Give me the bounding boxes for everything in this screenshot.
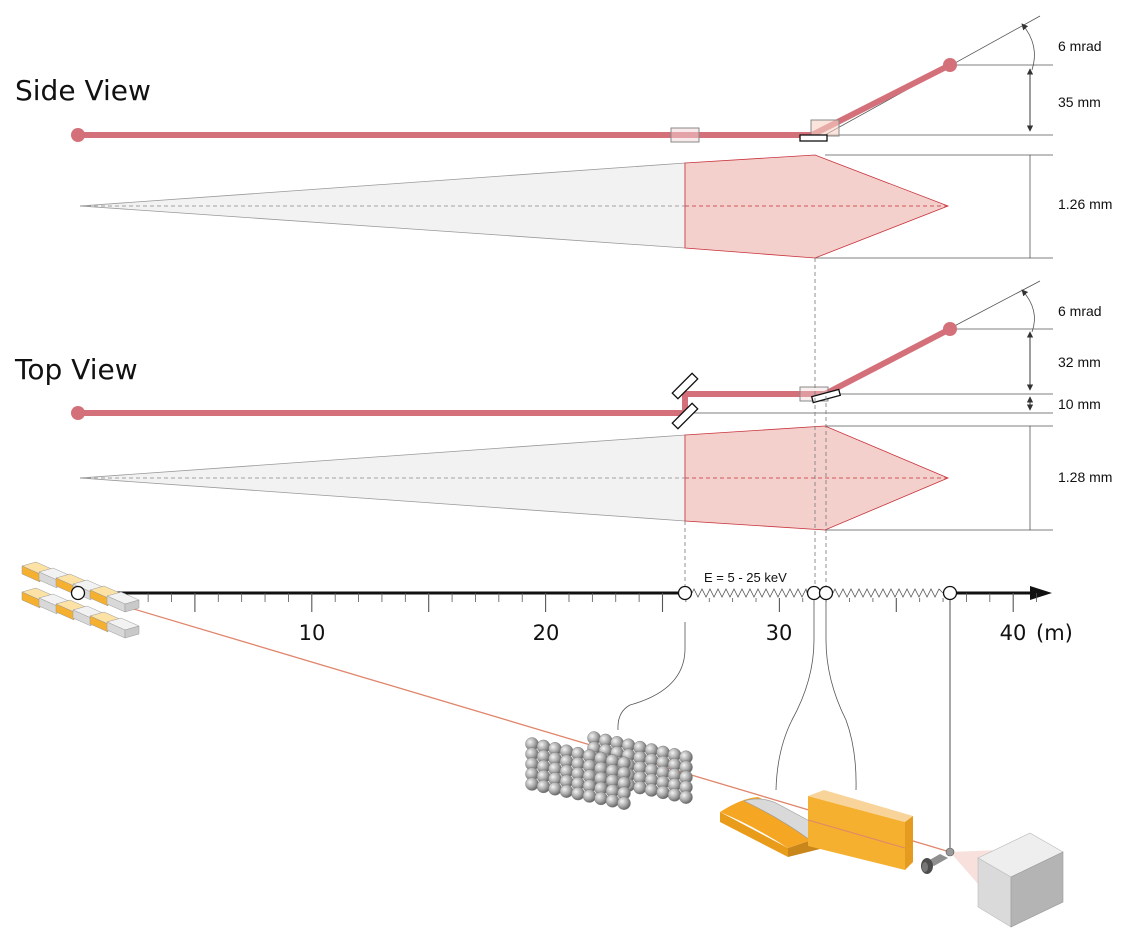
mirror-1-connector xyxy=(775,600,815,791)
top-beam-path xyxy=(75,326,953,416)
top-angle-label: 6 mrad xyxy=(1058,303,1102,319)
xray-beam-path xyxy=(79,592,951,853)
energy-range-label: E = 5 - 25 keV xyxy=(704,570,787,585)
top-source-point xyxy=(71,406,85,420)
dcm-crystal-front xyxy=(525,737,631,810)
top-dcm-crystal-2 xyxy=(671,402,699,430)
magnet-block xyxy=(38,571,58,589)
side-offset-label: 35 mm xyxy=(1058,94,1101,110)
magnet-block xyxy=(21,565,41,583)
energy-spring-1 xyxy=(691,587,808,598)
side-mirror-2-box xyxy=(810,119,840,137)
magnet-block xyxy=(89,615,109,633)
beamline-illustration xyxy=(21,561,1064,928)
detector-cube xyxy=(977,832,1064,928)
top-offset2-label: 10 mm xyxy=(1058,396,1101,412)
sample-position-marker xyxy=(942,585,958,601)
crystal-atom xyxy=(605,794,620,808)
top-size-label: 1.28 mm xyxy=(1058,469,1112,485)
sample-nozzle xyxy=(921,854,948,874)
tick-label-30: 30 xyxy=(766,621,793,645)
mirror-2-position-marker xyxy=(818,585,834,601)
tick-label-40: 40 xyxy=(1000,621,1027,645)
mirror-1-position-marker xyxy=(806,585,822,601)
crystal-atom xyxy=(559,784,574,798)
side-view: Side View 6 mrad 35 mm 1.26 mm xyxy=(15,15,1112,259)
side-mirror-2 xyxy=(799,134,828,142)
top-angle-arrow xyxy=(1021,289,1035,333)
dcm-position-marker xyxy=(677,585,693,601)
energy-spring-2 xyxy=(832,588,944,598)
crystal-atom xyxy=(617,796,631,810)
alignment-guides xyxy=(684,258,827,588)
top-beam-envelope-red xyxy=(684,425,950,531)
side-source-point xyxy=(71,128,85,142)
crystal-atom xyxy=(656,785,670,800)
top-dcm-crystal-1 xyxy=(671,372,699,400)
side-beam-envelope-grey xyxy=(79,162,686,249)
top-focus-point xyxy=(943,322,957,336)
axis-arrowhead xyxy=(1030,586,1052,600)
magnet-block xyxy=(55,603,75,621)
magnet-block xyxy=(21,591,41,609)
magnet-block xyxy=(72,609,92,627)
crystal-atom xyxy=(633,780,647,795)
crystal-atom xyxy=(571,786,585,801)
side-angle-label: 6 mrad xyxy=(1058,38,1102,54)
tick-label-20: 20 xyxy=(533,621,560,645)
tick-label-10: 10 xyxy=(299,621,326,645)
side-mirror-1-box xyxy=(670,127,700,143)
top-view-title: Top View xyxy=(14,353,138,386)
side-size-label: 1.26 mm xyxy=(1058,196,1112,212)
side-angle-arrow xyxy=(1021,23,1035,71)
undulator xyxy=(21,561,140,639)
magnet-block xyxy=(89,589,109,607)
crystal-atom xyxy=(525,777,539,791)
crystal-atom xyxy=(594,791,608,806)
magnet-block xyxy=(38,597,58,615)
top-view: Top View 6 mrad 32 mm 10 mm 1. xyxy=(14,280,1112,531)
source-position-marker xyxy=(70,585,86,601)
side-beam-envelope-red xyxy=(684,154,950,259)
crystal-atom xyxy=(582,789,597,803)
side-view-title: Side View xyxy=(15,74,151,107)
mirror-2-connector xyxy=(825,600,857,791)
distance-axis: 10 20 30 40 (m) E = 5 - 25 keV xyxy=(78,570,1073,645)
top-offset-label: 32 mm xyxy=(1058,354,1101,370)
crystal-atom xyxy=(548,782,562,796)
crystal-atom xyxy=(679,790,693,804)
axis-unit: (m) xyxy=(1036,621,1073,645)
crystal-atom xyxy=(644,783,659,797)
crystal-atom xyxy=(536,779,551,794)
kb-mirror-2 xyxy=(807,790,913,870)
side-focus-point xyxy=(943,58,957,72)
dcm-connector xyxy=(617,622,686,731)
crystal-atom xyxy=(667,788,682,802)
magnet-block xyxy=(124,599,140,613)
magnet-block xyxy=(124,625,140,639)
sample-point xyxy=(945,847,955,857)
